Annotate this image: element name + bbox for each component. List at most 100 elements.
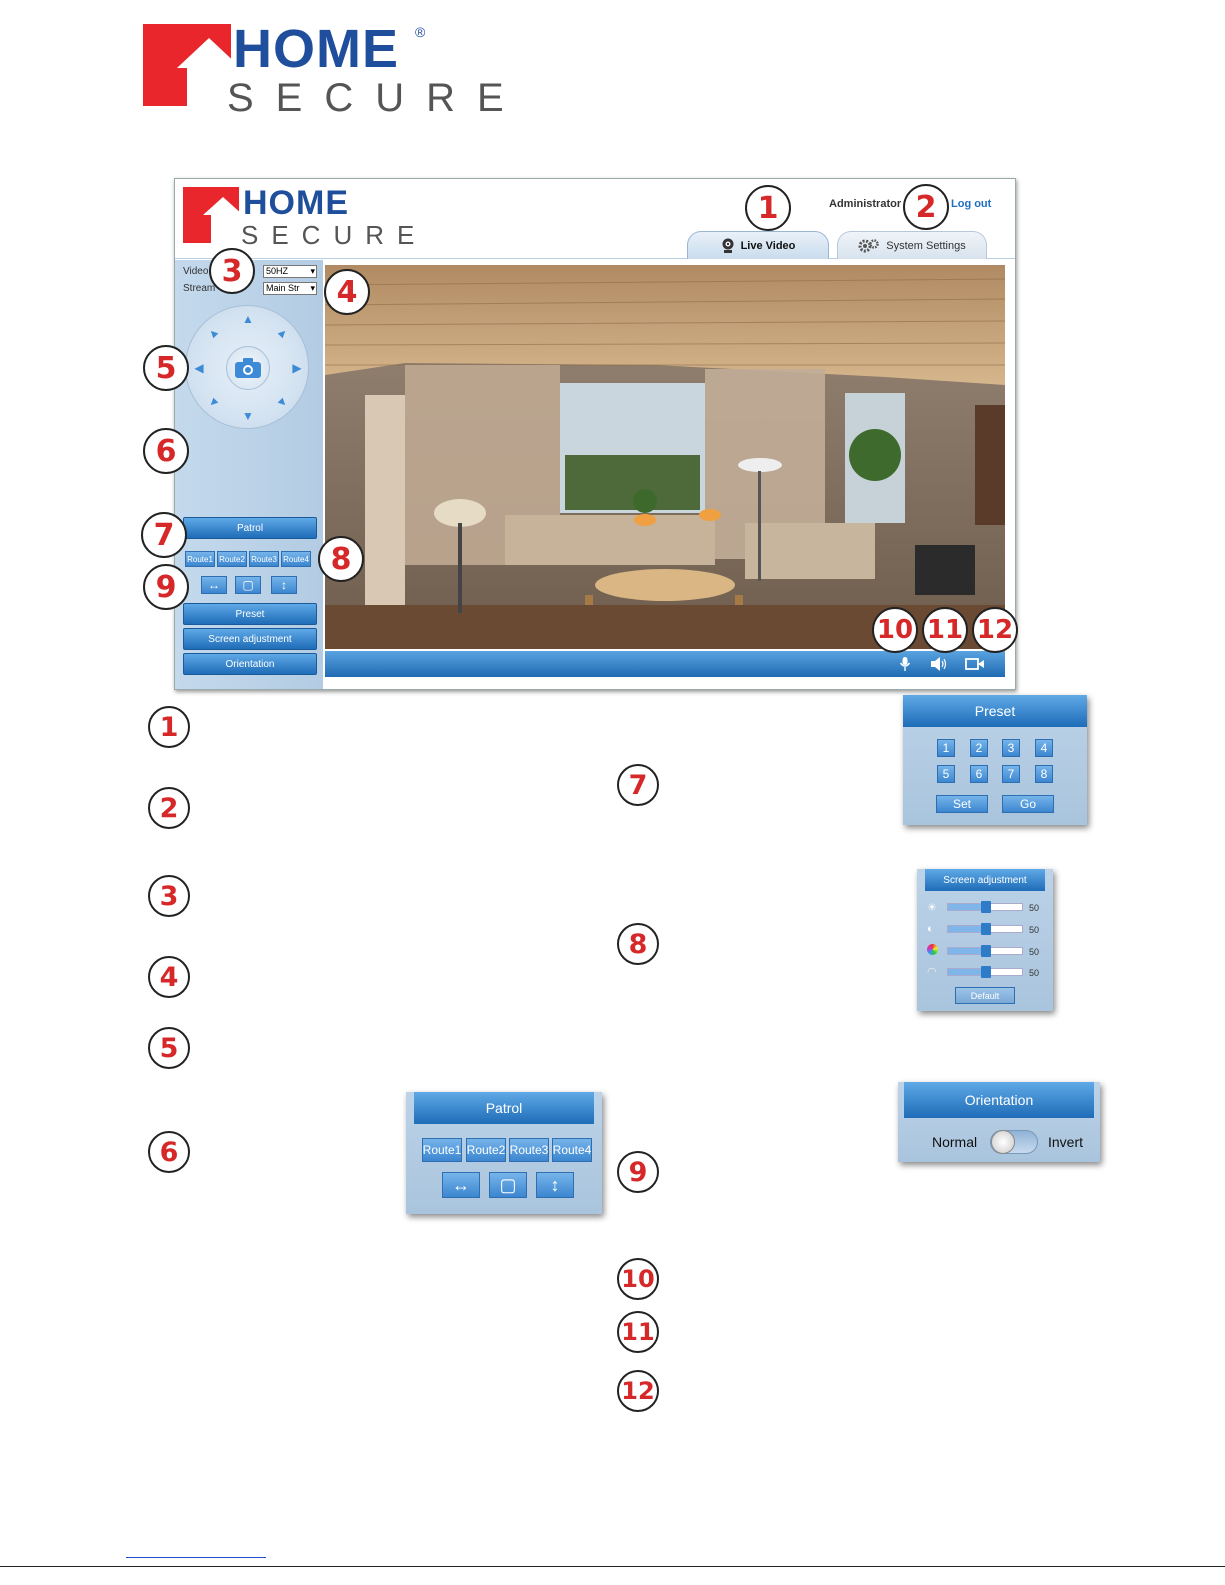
route-4-button[interactable]: Route4 <box>281 551 311 567</box>
preset-panel-title: Preset <box>903 695 1087 727</box>
preset-7-button[interactable]: 7 <box>1002 765 1020 783</box>
callout-12: 12 <box>972 607 1018 653</box>
brightness-icon: ☀ <box>927 902 937 914</box>
route-1-button[interactable]: Route1 <box>185 551 215 567</box>
stream-label: Stream <box>183 283 216 294</box>
preset-4-button[interactable]: 4 <box>1035 739 1053 757</box>
pan-up-icon[interactable]: ▲ <box>242 312 254 326</box>
sharpness-value: 50 <box>1029 968 1040 978</box>
callout-4: 4 <box>324 269 370 315</box>
orientation-panel-title: Orientation <box>904 1082 1094 1118</box>
microphone-icon[interactable] <box>899 657 911 674</box>
patrol-route-3[interactable]: Route3 <box>509 1138 549 1162</box>
speaker-icon[interactable] <box>931 657 949 674</box>
video-select[interactable]: 50HZ <box>263 265 317 278</box>
preset-go-button[interactable]: Go <box>1002 795 1054 813</box>
brightness-slider[interactable] <box>947 901 1023 913</box>
left-control-panel: Video 50HZ Stream Main Str ▲ ▼ ◀ ▶ ▲ ▲ ▲… <box>175 260 323 689</box>
live-video-view[interactable] <box>325 265 1005 649</box>
record-video-icon[interactable] <box>965 657 985 674</box>
orientation-button[interactable]: Orientation <box>183 653 317 675</box>
vertical-patrol-icon[interactable]: ↕ <box>271 576 297 594</box>
legend-callout-2: 2 <box>148 787 190 829</box>
route-3-button[interactable]: Route3 <box>249 551 279 567</box>
saturation-icon <box>927 944 938 955</box>
logo-house-icon <box>183 187 243 245</box>
gears-icon <box>858 238 879 252</box>
living-room-image <box>325 265 1005 649</box>
video-toolbar <box>325 651 1005 677</box>
preset-1-button[interactable]: 1 <box>937 739 955 757</box>
patrol-button[interactable]: Patrol <box>183 517 317 539</box>
admin-username: Administrator <box>829 198 902 210</box>
stop-patrol-icon[interactable]: ▢ <box>235 576 261 594</box>
sharpness-icon: ◠ <box>927 966 937 978</box>
tab-live-video[interactable]: Live Video <box>687 231 829 259</box>
pan-down-left-icon[interactable]: ▲ <box>203 393 223 413</box>
webcam-icon <box>722 238 734 253</box>
legend-callout-6: 6 <box>148 1131 190 1173</box>
preset-5-button[interactable]: 5 <box>937 765 955 783</box>
horizontal-patrol-icon[interactable]: ↔ <box>201 576 227 594</box>
preset-6-button[interactable]: 6 <box>970 765 988 783</box>
sharpness-slider[interactable] <box>947 966 1023 978</box>
horizontal-patrol-icon[interactable]: ↔ <box>442 1172 480 1198</box>
ptz-control-wheel: ▲ ▼ ◀ ▶ ▲ ▲ ▲ ▲ <box>185 305 309 429</box>
preset-8-button[interactable]: 8 <box>1035 765 1053 783</box>
logo-word-home: HOME <box>233 19 399 79</box>
toggle-knob <box>991 1130 1015 1154</box>
patrol-route-1[interactable]: Route1 <box>422 1138 462 1162</box>
preset-2-button[interactable]: 2 <box>970 739 988 757</box>
stop-patrol-icon[interactable]: ▢ <box>489 1172 527 1198</box>
logo-house-icon <box>143 24 241 108</box>
orientation-panel: Orientation Normal Invert <box>898 1082 1100 1162</box>
legend-callout-5: 5 <box>148 1027 190 1069</box>
logout-link[interactable]: Log out <box>951 198 992 210</box>
pan-down-icon[interactable]: ▼ <box>242 409 254 423</box>
route-2-button[interactable]: Route2 <box>217 551 247 567</box>
callout-1: 1 <box>745 185 791 231</box>
pan-down-right-icon[interactable]: ▲ <box>273 393 293 413</box>
legend-callout-10: 10 <box>617 1258 659 1300</box>
snapshot-button[interactable] <box>226 346 270 390</box>
footer-link-underline <box>126 1557 266 1558</box>
app-logo: HOME SECURE <box>183 186 414 248</box>
normal-label: Normal <box>932 1134 978 1150</box>
legend-callout-9: 9 <box>617 1151 659 1193</box>
preset-3-button[interactable]: 3 <box>1002 739 1020 757</box>
logo-word-secure: SECURE <box>241 220 428 250</box>
pan-up-right-icon[interactable]: ▲ <box>273 323 293 343</box>
preset-panel: Preset 1 2 3 4 5 6 7 8 Set Go <box>903 695 1087 825</box>
preset-button[interactable]: Preset <box>183 603 317 625</box>
patrol-panel-title: Patrol <box>414 1092 594 1124</box>
contrast-value: 50 <box>1029 925 1040 935</box>
orientation-toggle[interactable] <box>990 1130 1038 1154</box>
contrast-slider[interactable] <box>947 923 1023 935</box>
vertical-patrol-icon[interactable]: ↕ <box>536 1172 574 1198</box>
route-buttons: Route1 Route2 Route3 Route4 <box>185 551 311 567</box>
pan-right-icon[interactable]: ▶ <box>292 361 302 375</box>
callout-10: 10 <box>872 607 918 653</box>
registered-mark: ® <box>415 24 426 40</box>
screen-adjustment-button[interactable]: Screen adjustment <box>183 628 317 650</box>
saturation-slider[interactable] <box>947 945 1023 957</box>
web-ui-screenshot: HOME SECURE Administrator Log out Live V… <box>174 178 1016 690</box>
legend-callout-4: 4 <box>148 956 190 998</box>
video-row: Video 50HZ <box>183 265 317 278</box>
top-bar: HOME SECURE Administrator Log out Live V… <box>175 179 1015 259</box>
default-button[interactable]: Default <box>955 987 1015 1004</box>
patrol-route-4[interactable]: Route4 <box>552 1138 592 1162</box>
pan-up-left-icon[interactable]: ▲ <box>203 323 223 343</box>
callout-6: 6 <box>143 428 189 474</box>
legend-callout-11: 11 <box>617 1311 659 1353</box>
screen-adjustment-panel: Screen adjustment ☀ 50 ◐ 50 50 ◠ 50 Defa… <box>917 869 1053 1011</box>
patrol-route-2[interactable]: Route2 <box>466 1138 506 1162</box>
logo-word-home: HOME <box>243 184 349 222</box>
pan-left-icon[interactable]: ◀ <box>194 361 204 375</box>
preset-set-button[interactable]: Set <box>936 795 988 813</box>
contrast-icon: ◐ <box>927 923 934 935</box>
callout-5: 5 <box>143 345 189 391</box>
screen-panel-title: Screen adjustment <box>925 869 1045 891</box>
tab-system-settings[interactable]: System Settings <box>837 231 987 259</box>
stream-select[interactable]: Main Str <box>263 282 317 295</box>
